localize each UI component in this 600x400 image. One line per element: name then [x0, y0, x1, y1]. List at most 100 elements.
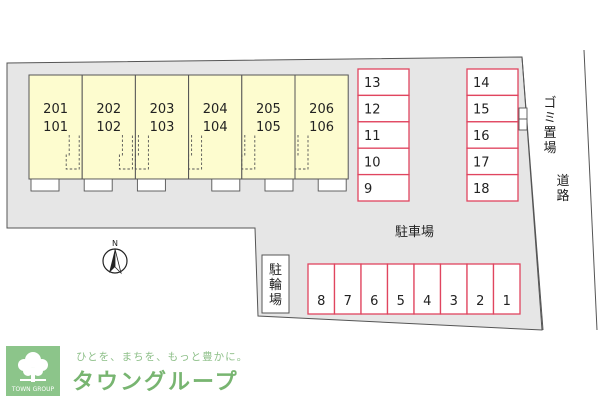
unit-step — [83, 178, 113, 192]
parking-space-number: 5 — [397, 294, 405, 309]
unit-lower-number: 103 — [150, 120, 175, 135]
parking-space-number: 1 — [503, 294, 511, 309]
parking-space-number: 6 — [370, 294, 378, 309]
parking-space: 4 — [413, 263, 442, 315]
parking-space: 1 — [492, 263, 521, 315]
bike-parking-label: 駐輪場 — [269, 263, 282, 308]
unit-upper-number: 205 — [256, 102, 281, 117]
north-arrow: N — [102, 239, 128, 275]
entrance-outline — [294, 135, 309, 170]
parking-space-outline — [466, 263, 495, 315]
unit-outline — [294, 74, 349, 180]
parking-space: 12 — [357, 94, 410, 123]
entrance-outline — [134, 135, 149, 170]
parking-space: 9 — [357, 173, 410, 202]
entrance-outline — [118, 135, 133, 170]
parking-space-number: 11 — [364, 129, 381, 144]
north-label: N — [112, 239, 118, 248]
parking-space: 6 — [360, 263, 389, 315]
unit-upper-number: 202 — [96, 102, 121, 117]
parking-space: 11 — [357, 121, 410, 149]
garbage-area — [518, 107, 528, 131]
unit-step — [317, 178, 347, 192]
unit-lower-number: 102 — [96, 120, 121, 135]
parking-space: 18 — [466, 173, 519, 202]
unit-outline — [134, 74, 190, 180]
parking-space-outline — [466, 121, 519, 149]
unit-step — [264, 178, 294, 192]
parking-space-number: 7 — [344, 294, 352, 309]
parking-column-a: 13 12 11 10 9 — [357, 68, 410, 202]
parking-lot-label: 駐車場 — [395, 225, 434, 240]
parking-space-outline — [307, 263, 336, 315]
parking-space-outline — [357, 121, 410, 149]
parking-space-number: 2 — [476, 294, 484, 309]
unit-outline — [28, 74, 83, 180]
parking-space-number: 4 — [423, 294, 431, 309]
unit-lower-number: 106 — [309, 120, 334, 135]
entrance-outline — [65, 135, 80, 170]
parking-space: 5 — [386, 263, 415, 315]
unit-step — [136, 178, 166, 192]
parking-space: 17 — [466, 147, 519, 176]
parking-space-number: 14 — [473, 76, 490, 91]
parking-space: 10 — [357, 147, 410, 176]
unit-upper-number: 203 — [150, 102, 175, 117]
parking-space: 14 — [466, 68, 519, 97]
road-far-line — [583, 49, 598, 331]
town-group-logo: TOWN GROUP — [6, 346, 60, 396]
unit-upper-number: 206 — [309, 102, 334, 117]
unit-step — [30, 178, 60, 192]
parking-space-outline — [386, 263, 415, 315]
parking-space-outline — [333, 263, 362, 315]
brand-tagline: ひとを、まちを、もっと豊かに。 — [76, 351, 249, 363]
entrance-outline — [241, 135, 256, 170]
parking-space: 15 — [466, 94, 519, 123]
unit-upper-number: 201 — [43, 102, 68, 117]
parking-space-outline — [360, 263, 389, 315]
parking-space-number: 16 — [473, 129, 490, 144]
parking-space-number: 3 — [450, 294, 458, 309]
unit-upper-number: 204 — [203, 102, 228, 117]
unit-step — [211, 178, 241, 192]
parking-space-number: 13 — [364, 76, 381, 91]
road-label: 道路 — [556, 174, 569, 204]
parking-space-outline — [357, 147, 410, 176]
parking-space: 3 — [439, 263, 468, 315]
parking-space: 8 — [307, 263, 336, 315]
parking-space-outline — [466, 68, 519, 97]
parking-space-outline — [492, 263, 521, 315]
parking-space: 2 — [466, 263, 495, 315]
entrance-outline — [188, 135, 203, 170]
parking-space-number: 18 — [473, 182, 490, 197]
bike-parking-box — [261, 254, 290, 314]
parking-space-number: 12 — [364, 103, 381, 118]
parking-space-outline — [439, 263, 468, 315]
parking-space-number: 8 — [317, 294, 325, 309]
unit-lower-number: 105 — [256, 120, 281, 135]
parking-column-b: 14 15 16 17 18 — [466, 68, 519, 202]
parking-space-number: 9 — [364, 182, 372, 197]
unit-lower-number: 101 — [43, 120, 68, 135]
road-edge-line — [521, 56, 544, 331]
parking-space-outline — [466, 173, 519, 202]
parking-row-bottom: 8 7 6 5 4 3 2 1 — [307, 263, 521, 315]
parking-space-outline — [357, 94, 410, 123]
garbage-area-label: ゴミ置場 — [543, 95, 556, 156]
parking-space-outline — [357, 68, 410, 97]
parking-space-number: 10 — [364, 155, 381, 170]
brand-name: タウングループ — [72, 370, 239, 395]
parking-space-outline — [466, 94, 519, 123]
parking-space: 7 — [333, 263, 362, 315]
parking-space-number: 15 — [473, 103, 490, 118]
unit-lower-number: 104 — [203, 120, 228, 135]
parking-space-number: 17 — [473, 155, 490, 170]
